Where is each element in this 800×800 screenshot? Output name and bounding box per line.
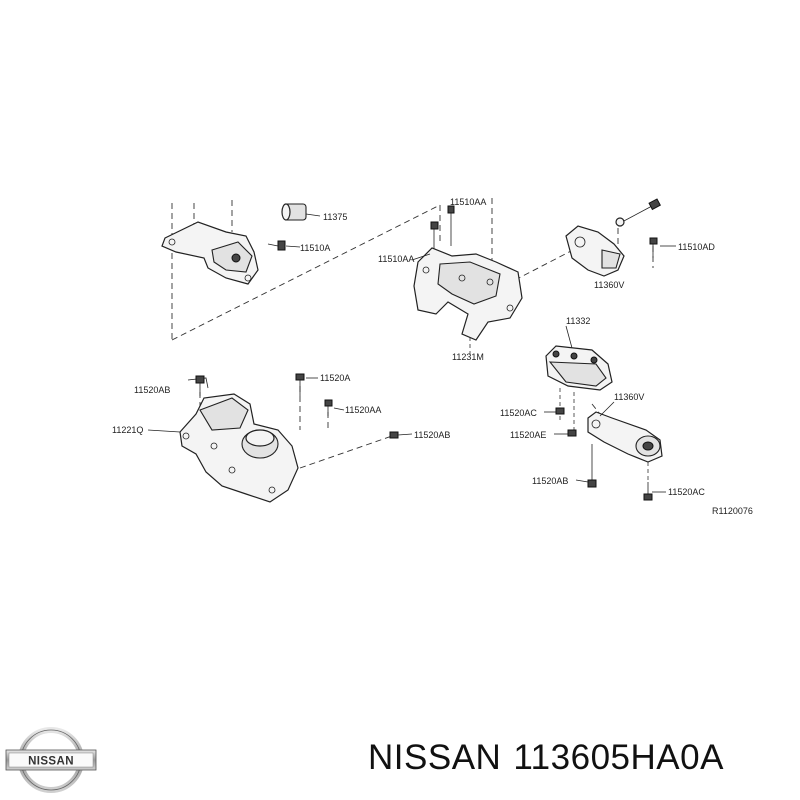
brand-name: NISSAN xyxy=(368,738,502,777)
callout-11360v-bottom: 11360V xyxy=(614,392,644,402)
bolt-11520aa-part xyxy=(324,399,345,416)
callout-11375: 11375 xyxy=(323,212,347,222)
bushing-11375-part xyxy=(281,203,321,221)
lower-left-mount-group: 11520AB 11520A 11520AA 11221Q 11520AB xyxy=(112,373,450,503)
bolt-11520ab-right-part xyxy=(389,431,413,439)
callout-11520ac-bottom: 11520AC xyxy=(668,487,705,497)
callout-11520a: 11520A xyxy=(320,373,350,383)
callout-11510ad: 11510AD xyxy=(678,242,715,252)
reference-code: R1120076 xyxy=(712,506,753,516)
callout-11510aa-left: 11510AA xyxy=(378,254,414,264)
long-bolt-part xyxy=(615,198,661,227)
callout-11231m: 11231M xyxy=(452,352,484,362)
upper-right-mount-group: 11510AD 11360V xyxy=(565,198,715,290)
callout-11221q: 11221Q xyxy=(112,425,143,435)
bolt-11520ab-left-part xyxy=(195,375,205,396)
callout-11332: 11332 xyxy=(566,316,590,326)
upper-left-mount-group: 11375 11510A xyxy=(161,200,441,341)
bolt-11510a-part xyxy=(267,240,301,251)
callout-11510a: 11510A xyxy=(300,243,330,253)
callout-11520ab-bottom: 11520AB xyxy=(532,476,568,486)
bolt-11520ac-bottom-part xyxy=(643,462,666,501)
lower-right-mount-group: 11332 11520AC 11360V 11520AE 11520AB 115… xyxy=(500,316,705,501)
bolt-11520ac-left-part xyxy=(544,407,565,415)
callout-11520ab-left: 11520AB xyxy=(134,385,170,395)
bolt-11520a-part xyxy=(295,373,318,396)
nissan-logo: NISSAN xyxy=(5,727,97,793)
callout-11510aa-top: 11510AA xyxy=(450,197,486,207)
callout-11520aa: 11520AA xyxy=(345,405,381,415)
part-number: 113605HA0A xyxy=(513,738,724,777)
callout-11520ab-right: 11520AB xyxy=(414,430,450,440)
part-caption: NISSAN 113605HA0A xyxy=(368,738,736,778)
callout-11360v: 11360V xyxy=(594,280,624,290)
bolt-11520ab-bottom-part xyxy=(575,444,597,488)
callout-11520ae: 11520AE xyxy=(510,430,546,440)
callout-11520ac-left: 11520AC xyxy=(500,408,537,418)
logo-wordmark: NISSAN xyxy=(28,756,74,768)
bolt-11520ae-part xyxy=(554,429,577,437)
bolt-11510ad-part xyxy=(649,237,676,258)
bolt-11510aa-top-part xyxy=(447,205,455,246)
bolt-11510aa-left-part xyxy=(430,221,439,250)
center-bracket-group: 11510AA 11510AA 11231M xyxy=(378,197,601,362)
